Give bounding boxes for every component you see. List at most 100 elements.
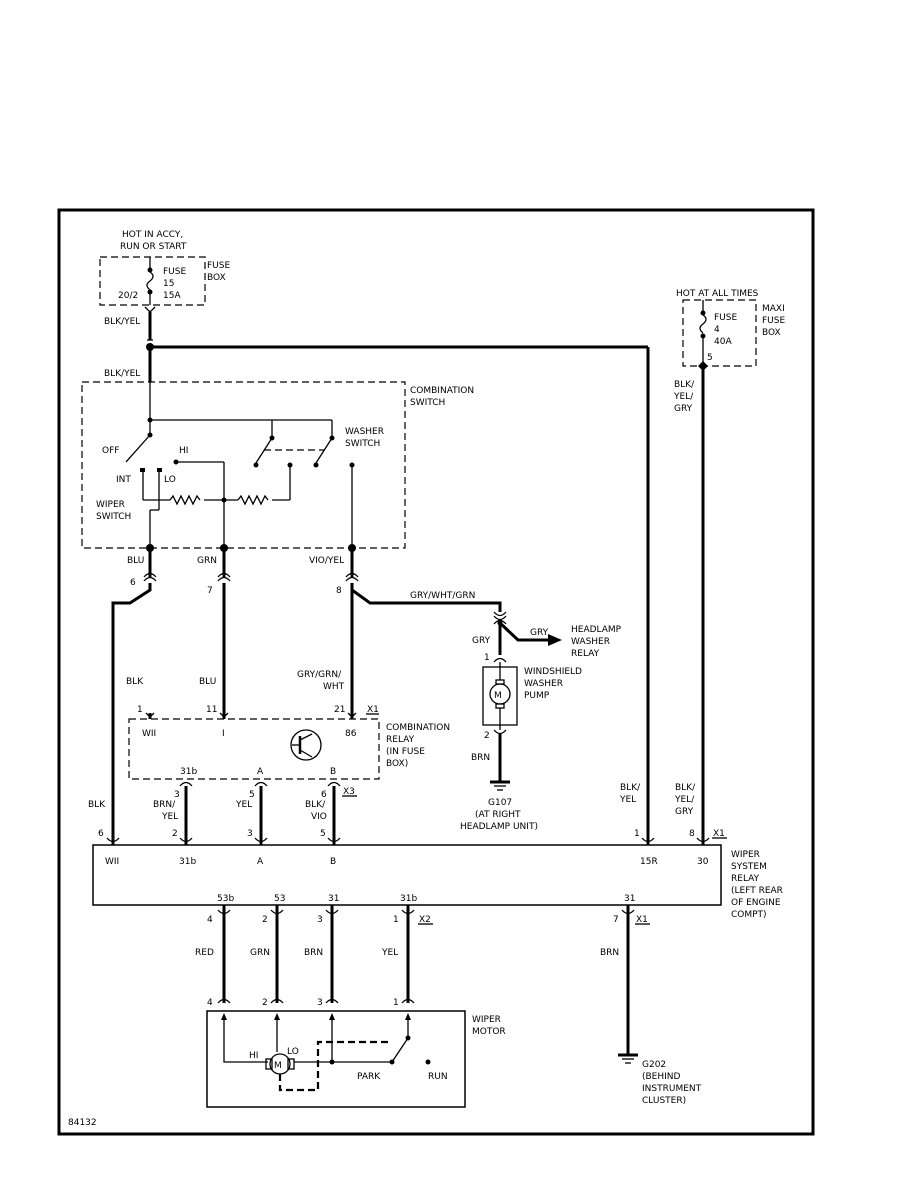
- fuse-box-15: HOT IN ACCY, RUN OR START FUSE BOX FUSE …: [99, 230, 230, 313]
- fuse4-num: 4: [714, 325, 720, 335]
- wr-pin-5: 5: [320, 829, 326, 839]
- combination-relay-outline: [128, 718, 380, 780]
- fuse-position: 20/2: [118, 291, 138, 301]
- g107-location: (AT RIGHT: [475, 810, 521, 820]
- wire-brn-yel-2: YEL: [161, 812, 178, 822]
- fuse-15-symbol: [146, 271, 154, 291]
- wire-grn: GRN: [197, 556, 217, 566]
- x1-label-bottom: X1: [636, 915, 648, 925]
- x2-pin-4: 4: [207, 915, 213, 925]
- maxi-fuse-box: HOT AT ALL TIMES MAXI FUSE BOX FUSE 4 40…: [676, 289, 785, 371]
- wr-term-a: A: [257, 857, 264, 867]
- relay-term-i: I: [222, 729, 225, 739]
- relay-term-86: 86: [345, 729, 357, 739]
- fuse15-label: FUSE: [163, 267, 186, 277]
- fuse4-label: FUSE: [714, 313, 737, 323]
- wire-blk-yel-gry-r2-3: GRY: [675, 807, 694, 817]
- x2-label: X2: [419, 915, 431, 925]
- wire-blk-main: BLK: [88, 800, 106, 810]
- wiper-motor-box: [206, 1010, 466, 1108]
- comb-switch-title: COMBINATION: [410, 386, 474, 396]
- pin-8: 8: [336, 586, 342, 596]
- wr-x1: X1: [713, 829, 725, 839]
- pump-pin-2: 2: [484, 731, 490, 741]
- wr-term-31: 31: [328, 894, 339, 904]
- combination-switch: COMBINATION SWITCH WASHER SWITCH OFF HI …: [81, 381, 474, 549]
- maxi-box-label-3: BOX: [762, 328, 781, 338]
- pin-6: 6: [130, 578, 136, 588]
- resistor-1: [169, 494, 201, 506]
- wr-pin-1: 1: [634, 829, 640, 839]
- relay-pin-1: 1: [137, 705, 143, 715]
- wr-term-30: 30: [697, 857, 709, 867]
- relay-term-a: A: [257, 767, 264, 777]
- g202-label: G202: [642, 1060, 666, 1070]
- fuse15-amp: 15A: [163, 291, 181, 301]
- fuse4-amp: 40A: [714, 337, 732, 347]
- wr-term-53: 53: [274, 894, 285, 904]
- x2-pin-1: 1: [393, 915, 399, 925]
- relay-term-31b: 31b: [180, 767, 197, 777]
- pump-pin-1: 1: [484, 653, 490, 663]
- comb-relay-title-2: RELAY: [386, 735, 415, 745]
- wr-pin-6: 6: [98, 829, 104, 839]
- wire-grn-b: GRN: [250, 948, 270, 958]
- motor-m-label: M: [274, 1061, 282, 1071]
- wire-blu-b: BLU: [199, 677, 216, 687]
- maxi-box-label: MAXI: [762, 304, 785, 314]
- g107-label: G107: [488, 798, 512, 808]
- motor-pin-1: 1: [393, 998, 399, 1008]
- relay-transistor-symbol: [290, 729, 322, 761]
- wire-blk-vio: BLK/: [305, 800, 326, 810]
- g202-location: (BEHIND: [642, 1072, 681, 1082]
- x3-pin-6: 6: [321, 790, 327, 800]
- wiper-motor-title: WIPER: [472, 1015, 501, 1025]
- fuse-box-outline: [99, 256, 206, 306]
- wiper-relay-title-3: RELAY: [731, 874, 760, 884]
- maxi-box-label-2: FUSE: [762, 316, 785, 326]
- motor-lo-label: LO: [287, 1047, 299, 1057]
- motor-park-label: PARK: [357, 1072, 381, 1082]
- wire-brn-yel: BRN/: [153, 800, 176, 810]
- wiper-motor-title-2: MOTOR: [472, 1027, 506, 1037]
- resistor-2: [237, 494, 269, 506]
- combination-switch-outline: [81, 381, 406, 549]
- wire-brn: BRN: [304, 948, 323, 958]
- headlamp-label: HEADLAMP: [571, 625, 622, 635]
- wiper-relay-title-2: SYSTEM: [731, 862, 767, 872]
- wire-gry-2: GRY: [530, 628, 549, 638]
- wire-brn-gnd: BRN: [600, 948, 619, 958]
- wire-blk-yel-r1: BLK/: [620, 783, 641, 793]
- motor-pin-3: 3: [317, 998, 323, 1008]
- connector-headlamp: [493, 611, 507, 621]
- wiper-relay-top-connector: 6 2 3 5 1 8 X1: [98, 829, 727, 843]
- wr-pin-2: 2: [172, 829, 178, 839]
- x3-pin-3: 3: [174, 790, 180, 800]
- relay-pin-11: 11: [206, 705, 217, 715]
- x3-pin-5: 5: [249, 790, 255, 800]
- wire-blk-yel: BLK/YEL: [104, 317, 140, 327]
- wire-red: RED: [195, 948, 214, 958]
- wire-blk-yel-gry-r2: BLK/: [675, 783, 696, 793]
- wiper-relay-title-6: COMPT): [731, 910, 767, 920]
- wr-pin-8: 8: [689, 829, 695, 839]
- connector-6-7-8: 6 7 8: [130, 548, 359, 596]
- wire-blk-yel-gry-r2-2: YEL/: [674, 795, 695, 805]
- pump-label: WINDSHIELD: [524, 667, 582, 677]
- g202-location-3: CLUSTER): [642, 1096, 686, 1106]
- wiper-relay-title-5: OF ENGINE: [731, 898, 781, 908]
- headlamp-label-2: WASHER: [571, 637, 610, 647]
- hot-accy-label: HOT IN ACCY,: [122, 230, 183, 240]
- wire-blu: BLU: [127, 556, 144, 566]
- lo-label: LO: [164, 475, 176, 485]
- wire-gry-wht-grn: GRY/WHT/GRN: [410, 591, 475, 601]
- hot-all-times-label: HOT AT ALL TIMES: [676, 289, 759, 299]
- wr-term-31b: 31b: [179, 857, 196, 867]
- relay-x1: X1: [367, 705, 379, 715]
- hi-label: HI: [179, 446, 188, 456]
- relay-pin-21: 21: [334, 705, 345, 715]
- x2-pin-3: 3: [317, 915, 323, 925]
- windshield-washer-pump: 1 M WINDSHIELD WASHER PUMP 2 BRN G107 (A…: [460, 653, 582, 832]
- wire-brn-pump: BRN: [471, 753, 490, 763]
